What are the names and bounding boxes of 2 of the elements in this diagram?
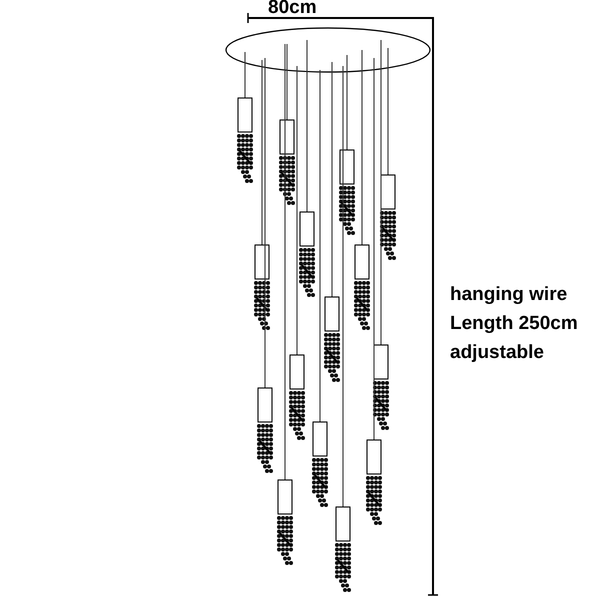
annotation-text: hanging wire Length 250cm adjustable — [450, 283, 579, 365]
dimension-label: 80cm — [268, 0, 317, 19]
